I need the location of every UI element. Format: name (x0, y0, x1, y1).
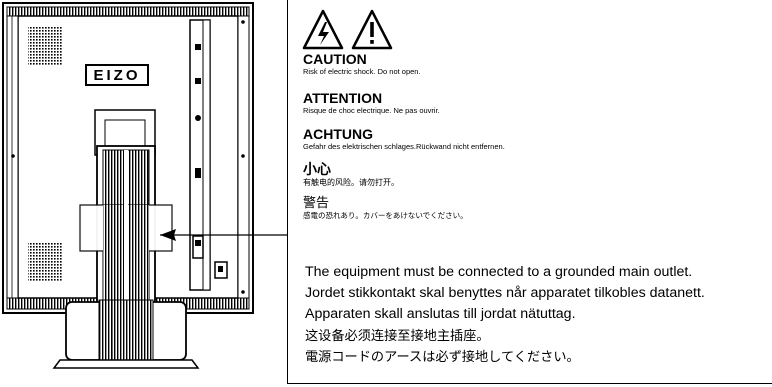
achtung-title: ACHTUNG (303, 126, 373, 142)
usb-port-icon (195, 78, 201, 84)
vent-grille-top (28, 26, 62, 66)
grounding-notes: The equipment must be connected to a gro… (305, 262, 705, 368)
brand-logo (85, 64, 149, 86)
chinese-warning: 小心 有触电的风险。请勿打开。 (303, 163, 399, 188)
monitor-rear-illustration: EIZO (2, 2, 287, 369)
brand-logo-text: EIZO (93, 67, 140, 84)
warning-label-panel (287, 0, 772, 384)
achtung-text: Gefahr des elektrischen schlages.Rückwan… (303, 142, 505, 151)
chinese-title: 小心 (303, 162, 331, 178)
japanese-text: 感電の恐れあり。カバーをあけないでください。 (303, 211, 468, 220)
caution-text: Risk of electric shock. Do not open. (303, 67, 421, 76)
attention-warning: ATTENTION Risque de choc electrique. Ne … (303, 91, 440, 115)
warning-symbols (302, 9, 393, 50)
port-icon (195, 115, 201, 121)
japanese-warning: 警告 感電の恐れあり。カバーをあけないでください。 (303, 197, 468, 220)
grounding-note-chinese: 这设备必须连接至接地主插座。 (305, 328, 490, 344)
port-icon (195, 168, 201, 178)
exclamation-warning-icon (351, 9, 393, 50)
power-connector-icon (192, 235, 204, 259)
achtung-warning: ACHTUNG Gefahr des elektrischen schlages… (303, 127, 505, 151)
vent-grille-bottom (28, 243, 62, 281)
label-pointer-arrow (160, 229, 176, 241)
electric-shock-warning-icon (302, 9, 344, 50)
grounding-note-english: The equipment must be connected to a gro… (305, 264, 693, 280)
usb-port-icon (195, 44, 201, 50)
attention-title: ATTENTION (303, 90, 383, 106)
caution-title: CAUTION (303, 51, 367, 67)
grounding-note-japanese: 電源コードのアースは必ず接地してください。 (305, 349, 580, 365)
grounding-note-swedish: Apparaten skall anslutas till jordat nät… (305, 306, 576, 323)
caution-warning: CAUTION Risk of electric shock. Do not o… (303, 52, 421, 76)
japanese-title: 警告 (303, 196, 330, 211)
grounding-note-norwegian: Jordet stikkontakt skal benyttes når app… (305, 285, 705, 302)
chinese-text: 有触电的风险。请勿打开。 (303, 178, 399, 187)
attention-text: Risque de choc electrique. Ne pas ouvrir… (303, 106, 440, 115)
